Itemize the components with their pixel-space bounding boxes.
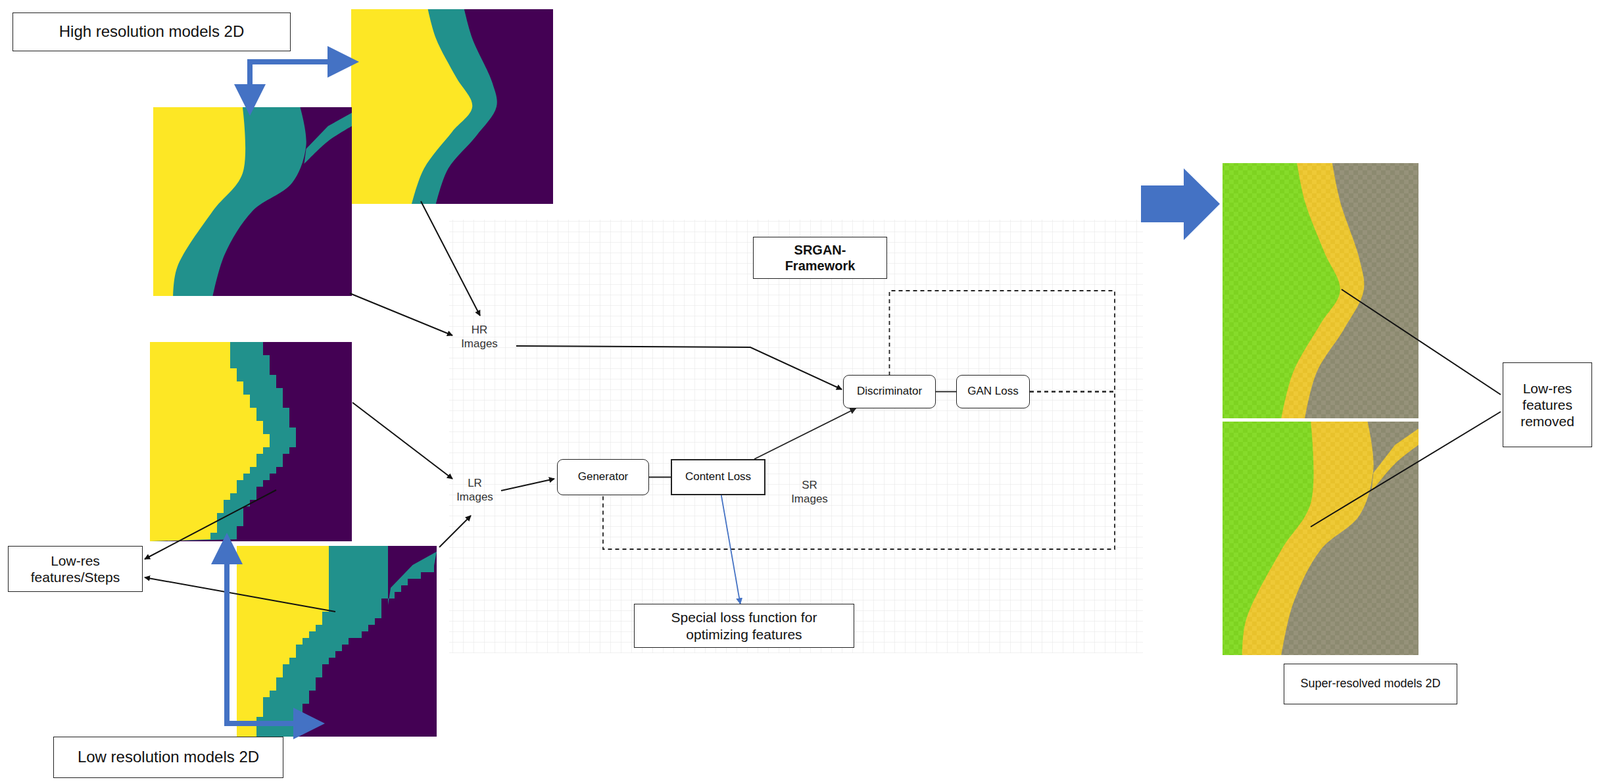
model-layer [236,545,329,737]
callout-box: Low-res features removed [1502,362,1593,448]
model-layer [351,9,498,204]
leader-line [420,201,481,316]
super-resolved-model [1222,421,1419,655]
box-text: Special loss function for optimizing fea… [641,608,848,642]
leader-line [352,402,453,479]
model-layer [149,341,270,542]
callout-box: Special loss function for optimizing fea… [633,603,855,648]
high-res-model [351,9,554,204]
box-text: Low-res features/Steps [15,552,136,586]
box-text: High resolution models 2D [59,22,244,42]
low-res-model [236,545,437,737]
box-text: SRGAN-Framework [760,242,880,274]
leader-line [349,293,453,336]
model-layer [351,9,473,204]
process-box: Generator [557,459,650,496]
leader-line [1310,411,1501,527]
stream-label: SR Images [783,478,836,507]
process-arrow [1140,168,1220,241]
title-box: SRGAN-Framework [752,236,888,279]
flow-line [649,476,671,479]
flow-line [935,391,957,393]
leader-line [144,489,277,559]
pair-arrow [226,548,310,724]
box-text: Content Loss [685,470,752,484]
model-layer [1222,163,1341,419]
model-layer [1222,421,1419,655]
model-layer [1371,428,1419,492]
leader-line [516,345,842,390]
model-layer [149,341,296,542]
box-text: Low resolution models 2D [77,747,260,767]
box-text: Low-res features removed [1509,380,1585,431]
model-layer [387,551,437,606]
callout-box: Low-res features/Steps [7,545,143,592]
box-text: GAN Loss [967,384,1019,398]
leader-line [1341,289,1501,395]
leader-line [501,478,555,491]
box-text: Discriminator [856,384,922,398]
flow-line [754,408,856,460]
process-box: Content Loss [670,459,766,496]
model-layer [153,107,246,296]
model-layer [149,341,352,542]
process-box: Discriminator [843,374,936,409]
box-text: Generator [578,470,629,484]
super-resolved-model [1222,163,1419,419]
pair-arrow [249,61,344,100]
grid-background [449,219,1143,654]
high-res-model [153,107,352,296]
low-res-model [149,341,352,542]
leader-line [439,515,471,548]
feedback-line [603,391,1115,550]
caption-box: High resolution models 2D [12,12,291,52]
flow-line [721,495,741,604]
caption-box: Low resolution models 2D [53,736,284,778]
leader-line [144,577,336,612]
model-layer [1222,421,1314,655]
caption-box: Super-resolved models 2D [1283,663,1458,705]
model-layer [236,545,437,737]
model-layer [153,107,352,296]
model-layer [351,9,554,204]
stream-label: LR Images [448,476,502,505]
process-box: GAN Loss [956,374,1030,409]
stream-label: HR Images [453,322,506,352]
model-layer [304,113,352,164]
box-text: Super-resolved models 2D [1300,676,1441,692]
model-layer [1222,163,1419,419]
